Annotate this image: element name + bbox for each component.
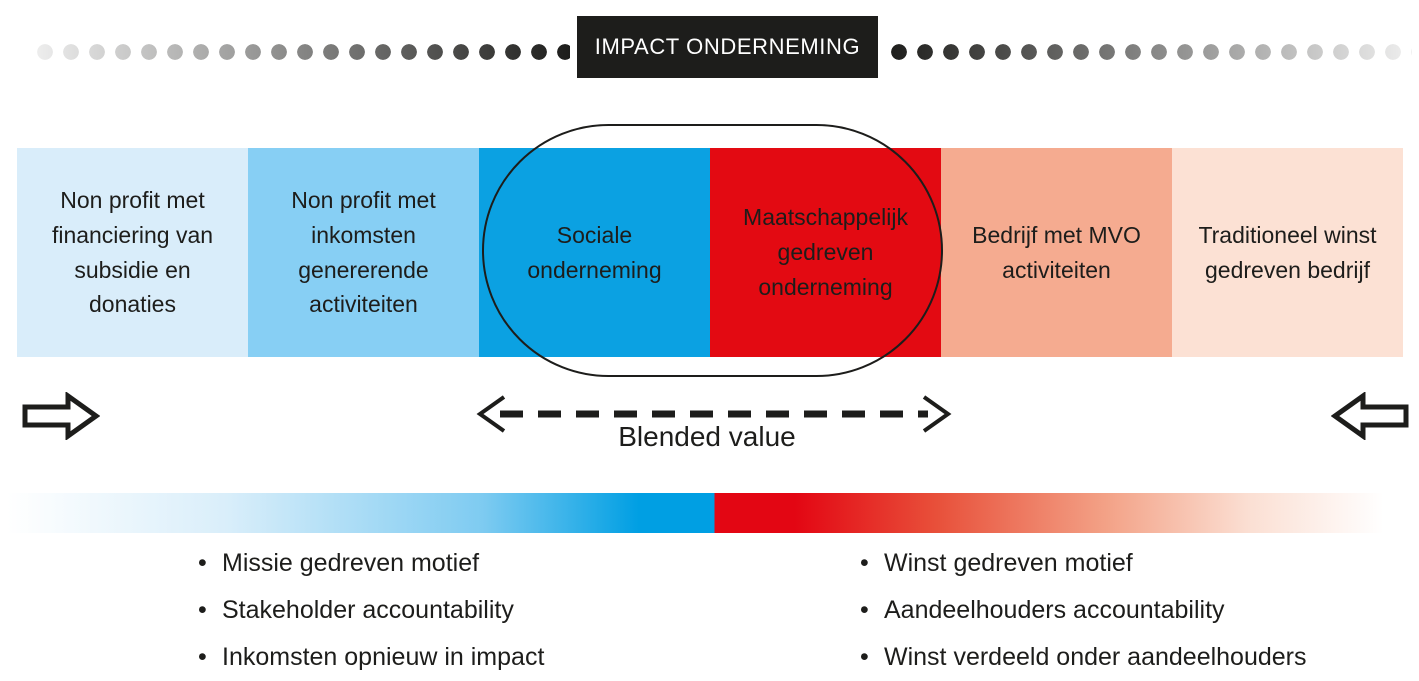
list-item: Aandeelhouders accountability <box>860 595 1307 625</box>
list-item: Winst gedreven motief <box>860 548 1307 578</box>
dotted-line-right <box>886 42 1412 62</box>
spectrum-box-traditioneel: Traditioneel winst gedreven bedrijf <box>1172 148 1403 357</box>
mission-driven-characteristics: Missie gedreven motief Stakeholder accou… <box>198 548 544 681</box>
arrow-right-icon <box>22 392 100 440</box>
arrow-left-icon <box>1331 392 1409 440</box>
spectrum-box-sociale-onderneming: Sociale onderneming <box>479 148 710 357</box>
spectrum-box-mvo-bedrijf: Bedrijf met MVO activiteiten <box>941 148 1172 357</box>
spectrum-gradient-bar <box>0 493 1419 533</box>
blended-value-range-arrow <box>476 395 952 433</box>
spectrum-box-nonprofit-inkomsten: Non profit met inkomsten genererende act… <box>248 148 479 357</box>
page-title: IMPACT ONDERNEMING <box>577 16 878 78</box>
spectrum-row: Non profit met financiering van subsidie… <box>17 148 1403 357</box>
dotted-line-left <box>32 42 570 62</box>
list-item: Stakeholder accountability <box>198 595 544 625</box>
spectrum-box-nonprofit-subsidie: Non profit met financiering van subsidie… <box>17 148 248 357</box>
list-item: Winst verdeeld onder aandeelhouders <box>860 642 1307 672</box>
profit-driven-characteristics: Winst gedreven motief Aandeelhouders acc… <box>860 548 1307 681</box>
list-item: Missie gedreven motief <box>198 548 544 578</box>
blended-value-label: Blended value <box>618 421 796 452</box>
spectrum-box-maatschappelijk: Maatschappelijk gedreven onderneming <box>710 148 941 357</box>
list-item: Inkomsten opnieuw in impact <box>198 642 544 672</box>
